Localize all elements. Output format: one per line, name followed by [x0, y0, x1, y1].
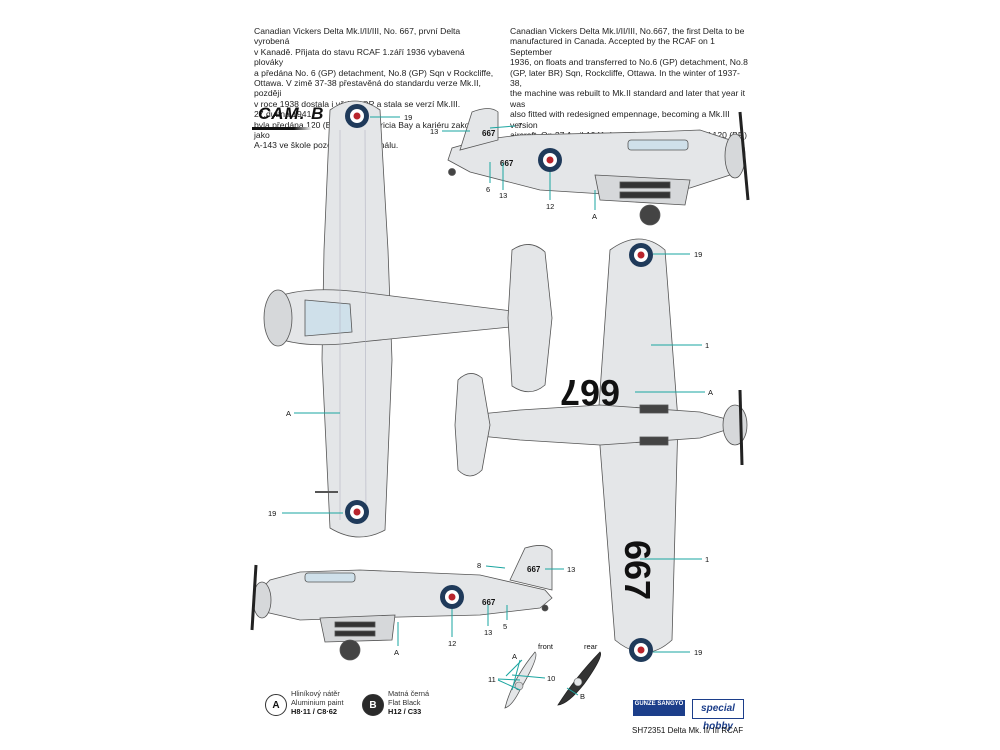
callout-12-left: 12 [448, 639, 456, 648]
prop-front-label: front [538, 642, 554, 651]
callout-B-prop: B [580, 692, 585, 701]
callout-A-side-left: A [394, 648, 399, 657]
legend-b-text: Matná černá Flat Black H12 / C33 [388, 689, 430, 716]
legend-a-swatch: A [265, 694, 287, 716]
roundel-top-upper [345, 104, 369, 128]
roundel-top-lower [345, 500, 369, 524]
callout-19-under-lower: 19 [694, 648, 702, 657]
callout-8: 8 [477, 561, 481, 570]
callout-13-fuselage-left: 13 [484, 628, 492, 637]
roundel-side-left [440, 585, 464, 609]
serial-under-upper-wing: 667 [560, 372, 620, 413]
legend-b-codes: H12 / C33 [388, 706, 422, 716]
callout-13-fin: 13 [430, 127, 438, 136]
legend-a-text: Hliníkový nátěr Aluminium paint H8·11 / … [291, 689, 344, 716]
legend-a-en: Aluminium paint [291, 697, 344, 707]
callout-19-top-lower: 19 [268, 509, 276, 518]
scheme-label: CAM. B [258, 104, 325, 123]
top-view [263, 100, 553, 538]
leader-lines [282, 116, 705, 696]
roundel-under-lower [629, 638, 653, 662]
callout-10: 10 [547, 674, 555, 683]
side-view-right [447, 108, 750, 226]
callout-1-upper: 1 [705, 341, 709, 350]
legend-b-swatch: B [362, 694, 384, 716]
side-view-left [250, 545, 553, 661]
callout-11: 11 [488, 675, 496, 684]
callout-7: 7 [518, 121, 522, 130]
callout-A-top: A [286, 409, 291, 418]
serial-fin-right: 667 [482, 129, 496, 138]
roundel-side-right [538, 148, 562, 172]
callout-13-fuselage: 13 [499, 191, 507, 200]
serial-fuselage-right: 667 [500, 159, 514, 168]
serial-under-lower-wing: 667 [617, 540, 658, 600]
roundel-under-upper [629, 243, 653, 267]
propeller-front [504, 651, 537, 709]
prop-rear-label: rear [584, 642, 598, 651]
legend-b-en: Flat Black [388, 697, 421, 707]
callout-13-fin-left: 13 [567, 565, 575, 574]
callout-12-right: 12 [546, 202, 554, 211]
legend-a-codes: H8·11 / C8·62 [291, 706, 338, 716]
special-hobby-logo: special hobby [692, 699, 744, 732]
callout-19-top: 19 [404, 113, 412, 122]
scheme-label-underline [252, 127, 312, 130]
serial-fuselage-left: 667 [482, 598, 496, 607]
callout-1-lower: 1 [705, 555, 709, 564]
callout-6: 6 [486, 185, 490, 194]
legend-a-cz: Hliníkový nátěr [291, 689, 340, 698]
underside-view [454, 238, 748, 653]
legend-b-cz: Matná černá [388, 689, 430, 698]
propeller-rear [557, 651, 602, 706]
callout-A-prop: A [512, 652, 517, 661]
callout-5: 5 [503, 622, 507, 631]
callout-19-under-upper: 19 [694, 250, 702, 259]
callout-A-side-right: A [592, 212, 597, 221]
serial-fin-left: 667 [527, 565, 541, 574]
callout-A-under: A [708, 388, 713, 397]
product-code: SH72351 Delta Mk. II/ III RCAF [632, 726, 744, 735]
gunze-sangyo-logo: GUNZE SANGYO [633, 700, 685, 716]
